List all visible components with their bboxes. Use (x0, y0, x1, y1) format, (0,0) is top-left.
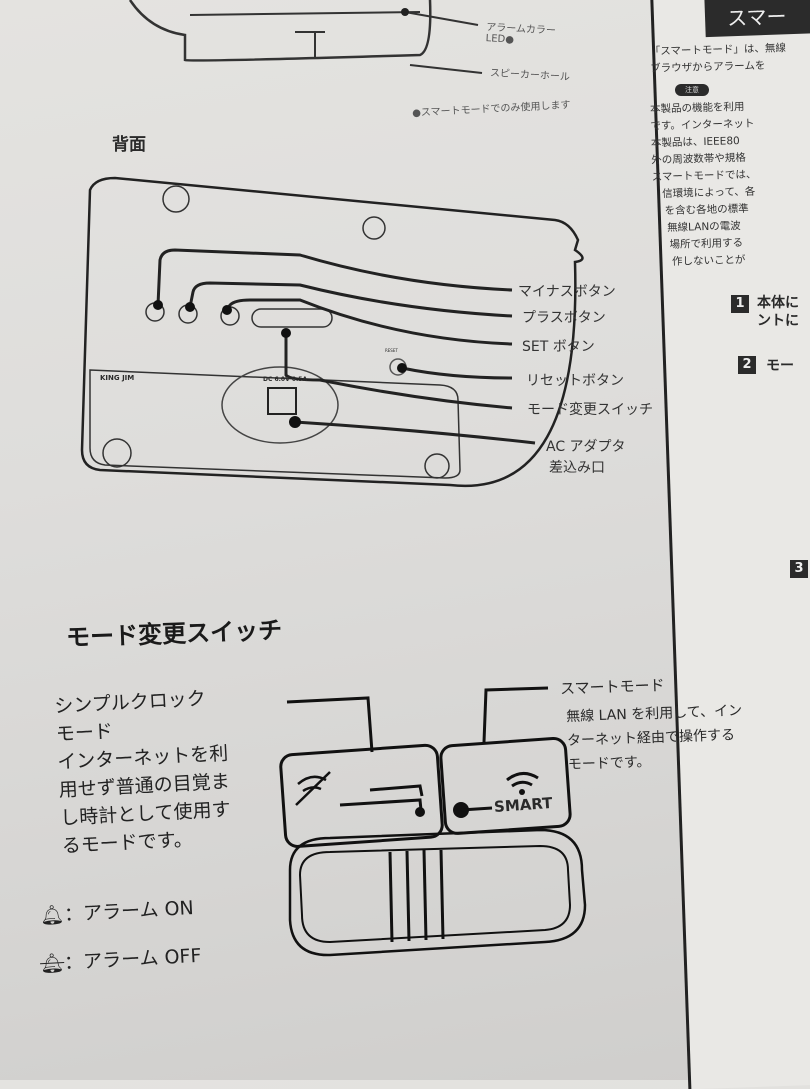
callout-ac-adapter: AC アダプタ (546, 439, 626, 455)
legend-text: ：アラーム OFF (63, 944, 202, 974)
callout-plus-button: プラスボタン (522, 310, 606, 326)
body-line: です。インターネット (650, 117, 755, 133)
step-1-text: 本体にントに (757, 294, 799, 330)
smart-mode-description: 無線 LAN を利用して、イン ターネット経由で操作する モードです。 (566, 699, 744, 777)
bell-icon: 🔔︎ (39, 903, 65, 928)
callout-mode-switch: モード変更スイッチ (527, 402, 653, 418)
callout-minus-button: マイナスボタン (518, 284, 616, 300)
label-line: LED● (485, 33, 515, 46)
brand-logo: KING JIM (100, 374, 135, 382)
body-line: を含む各地の標準 (664, 202, 749, 218)
smart-mode-title: スマートモード (559, 676, 665, 698)
caution-body: 本製品の機能を利用 です。インターネット 本製品は、IEEE80 外の周波数帯や… (650, 99, 759, 272)
intro-line: ブラウザからアラームを (650, 59, 766, 75)
caution-badge: 注意 (675, 84, 709, 96)
step-2-text: モー (766, 358, 794, 374)
smart-mode-panel-title: スマー (704, 0, 810, 38)
callout-set-button: SET ボタン (522, 339, 595, 355)
callout-ac-inlet: 差込み口 (549, 460, 605, 476)
panel-intro: 「スマートモード」は、無線 ブラウザからアラームを (650, 40, 787, 78)
legend-text: ：アラーム ON (63, 896, 195, 926)
step-3-number: 3 (790, 560, 808, 578)
simple-clock-description: シンプルクロック モード インターネットを利 用せず普通の目覚ま し時計として使… (54, 684, 234, 861)
step-1-number: 1 (731, 295, 749, 313)
bell-off-icon: 🔔︎ (39, 951, 65, 976)
reset-mark: RESET (385, 348, 398, 353)
back-heading: 背面 (112, 135, 146, 155)
body-line: 作しないことが (671, 253, 746, 268)
step-line: ントに (757, 313, 799, 329)
intro-line: 「スマートモード」は、無線 (649, 42, 787, 58)
step-2-number: 2 (738, 356, 756, 374)
step-line: 本体に (757, 295, 799, 311)
callout-reset-button: リセットボタン (526, 373, 624, 389)
dc-rating: DC 6.0V 0.5A (263, 376, 308, 383)
